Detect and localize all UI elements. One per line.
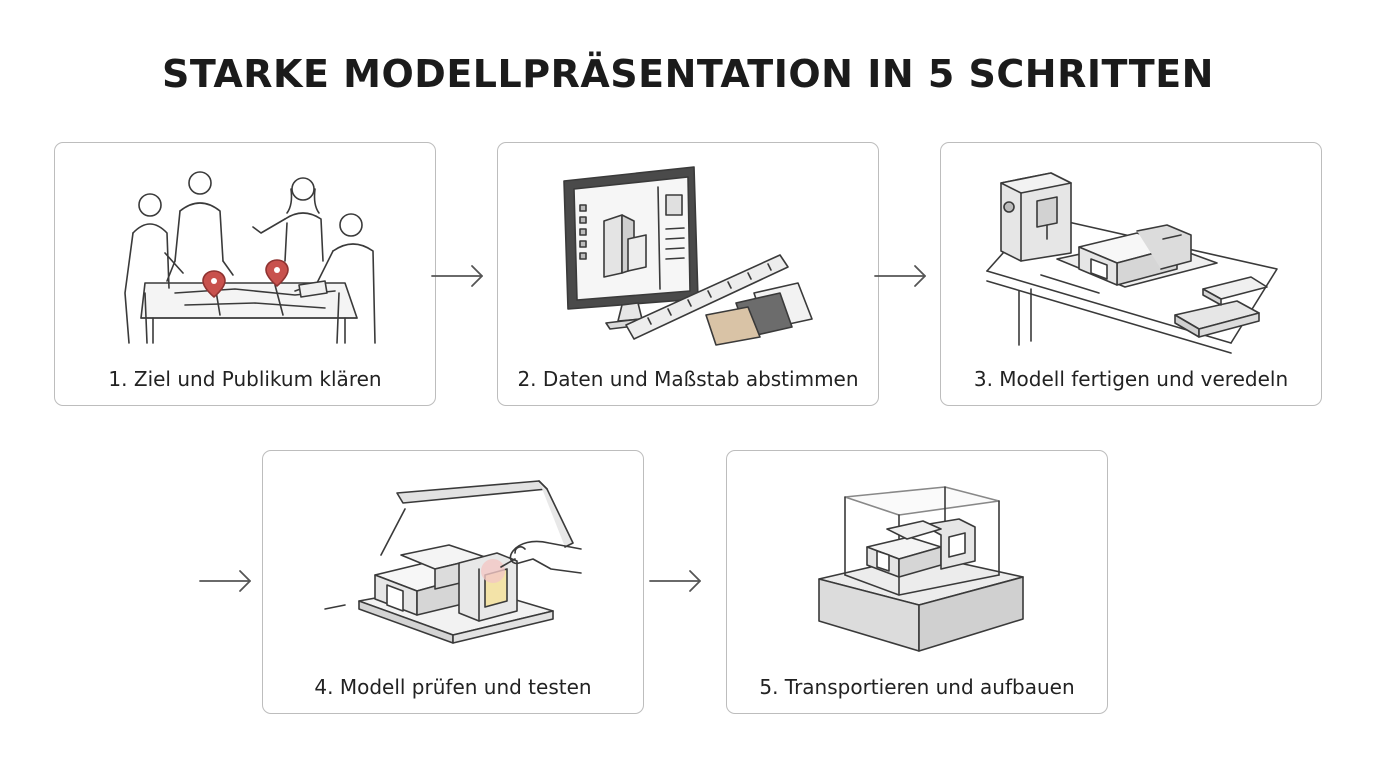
arrow-right-icon [874,265,926,287]
step-label: 3. Modell fertigen und veredeln [973,367,1289,391]
step-card-3: 3. Modell fertigen und veredeln [940,142,1322,406]
arrow-right-icon [649,570,701,592]
step-card-4: 4. Modell prüfen und testen [262,450,644,714]
inspection-lamp-icon [324,480,582,644]
arrow-right-icon [431,265,483,287]
monitor-ruler-materials-icon [563,166,813,346]
page-title: STARKE MODELLPRÄSENTATION IN 5 SCHRITTEN [162,52,1214,96]
team-planning-icon [124,171,376,344]
step-card-5: 5. Transportieren und aufbauen [726,450,1108,714]
step-label: 1. Ziel und Publikum klären [108,367,382,391]
step-label: 4. Modell prüfen und testen [314,675,592,699]
arrow-right-icon [199,570,251,592]
step-label: 2. Daten und Maßstab abstimmen [517,367,859,391]
step-card-1: 1. Ziel und Publikum klären [54,142,436,406]
display-case-icon [818,486,1024,652]
fabrication-workbench-icon [986,172,1278,354]
step-label: 5. Transportieren und aufbauen [759,675,1075,699]
step-card-2: 2. Daten und Maßstab abstimmen [497,142,879,406]
